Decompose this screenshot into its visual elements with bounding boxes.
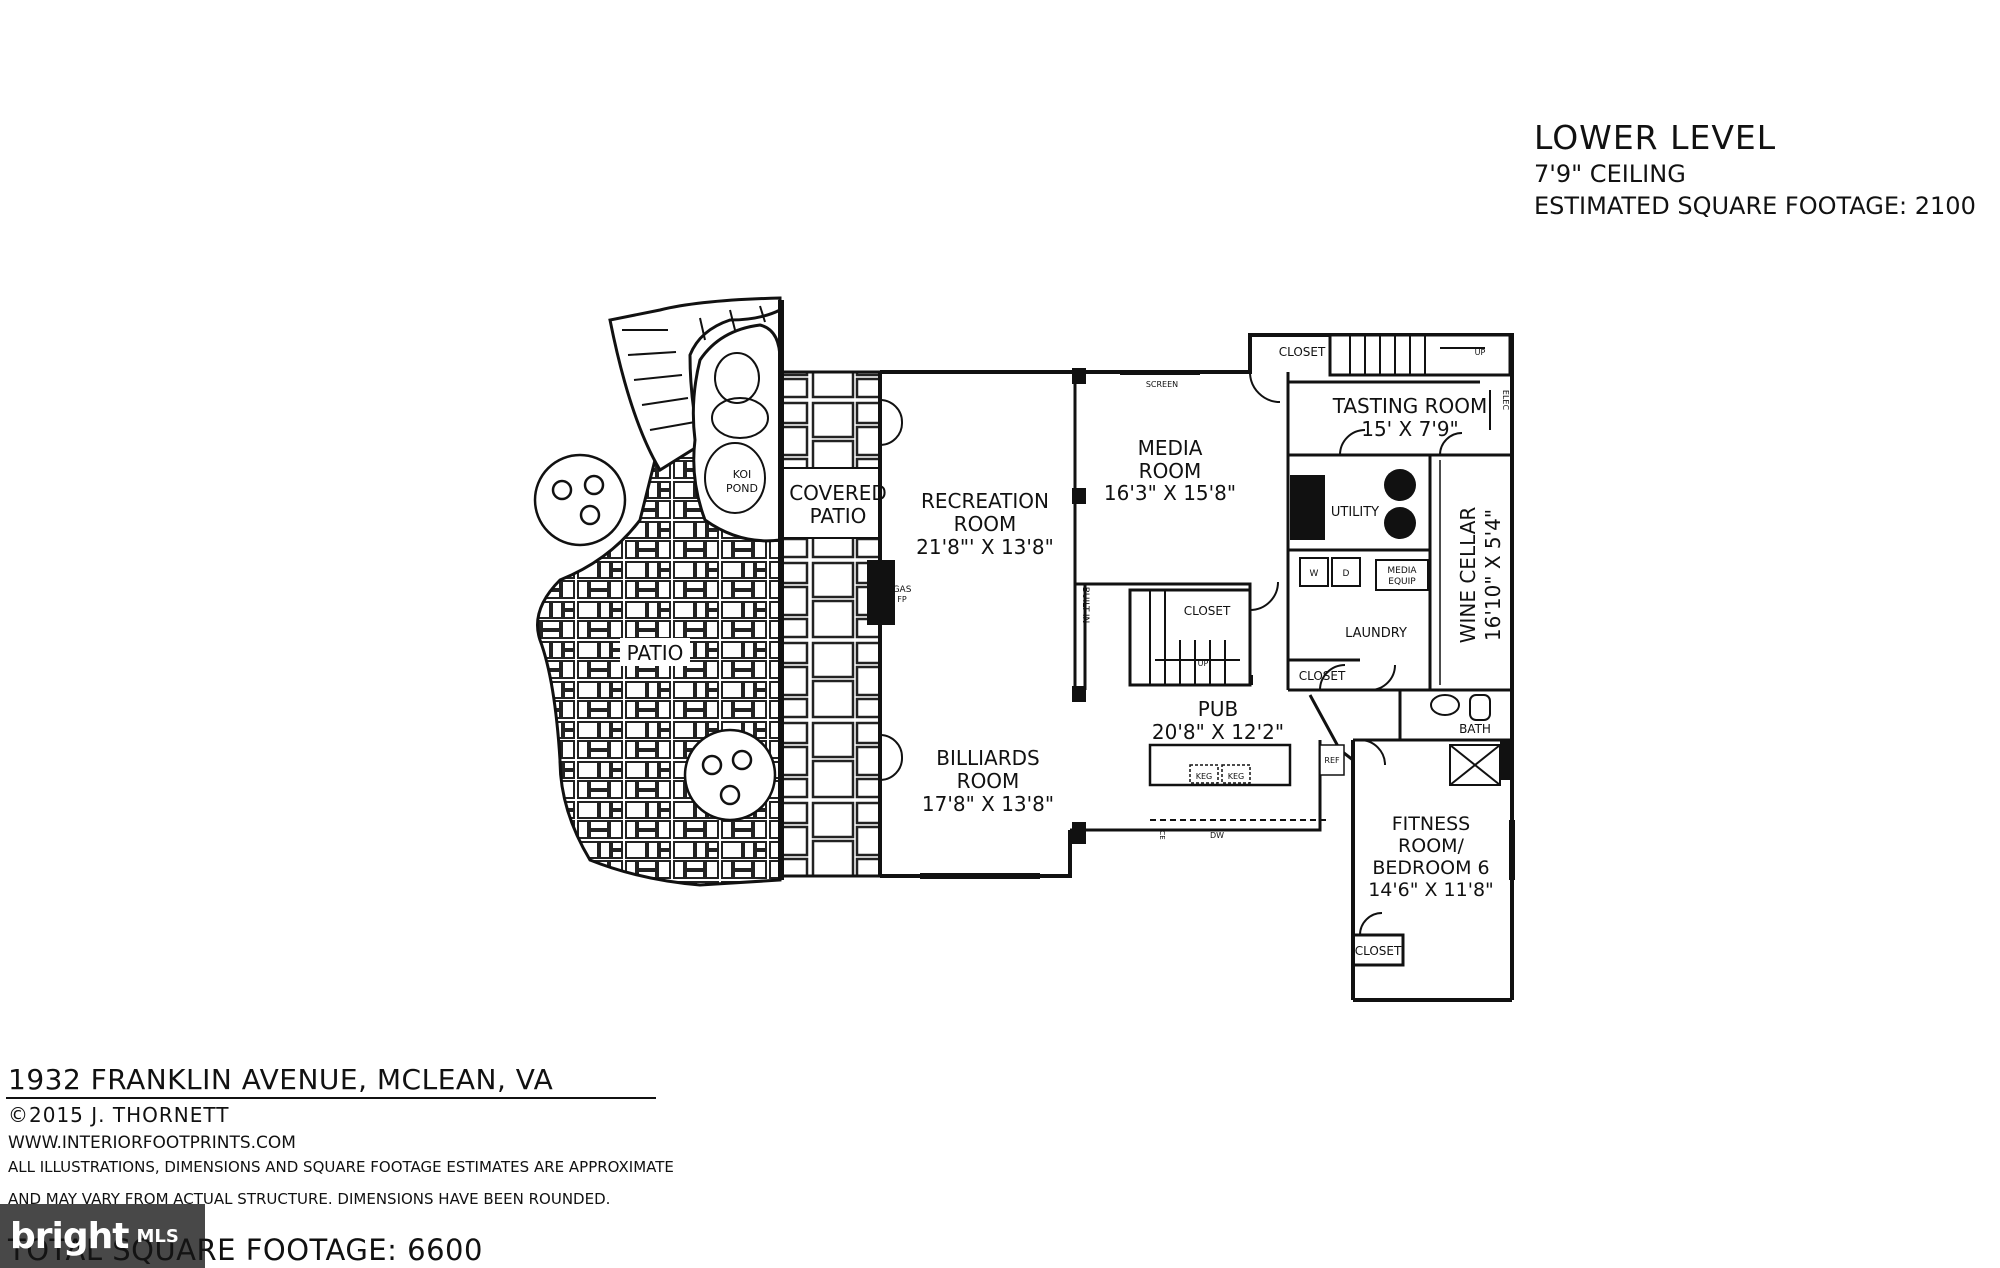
closet-label-fitness: CLOSET (1355, 944, 1402, 958)
up-label-stair: UP (1198, 659, 1209, 668)
property-address: 1932 FRANKLIN AVENUE, MCLEAN, VA (8, 1063, 554, 1096)
copyright: ©2015 J. THORNETT (8, 1103, 230, 1127)
keg-label-1: KEG (1196, 772, 1213, 781)
fitness-room-label-1: FITNESS (1392, 813, 1470, 835)
patio-label: PATIO (627, 641, 684, 665)
billiards-room-label-1: BILLIARDS (936, 746, 1039, 770)
gas-fireplace-label-2: FP (897, 595, 907, 604)
closet-label-stair: CLOSET (1184, 604, 1231, 618)
recreation-room-dims: 21'8"' X 13'8" (916, 535, 1054, 559)
address-rule (6, 1097, 656, 1099)
dw-label: DW (1210, 831, 1224, 840)
media-room-label-1: MEDIA (1138, 436, 1203, 460)
covered-patio-floor (778, 370, 882, 878)
fitness-room-label-2: ROOM/ (1398, 835, 1465, 857)
koi-pond-label-1: KOI (733, 468, 752, 481)
keg-label-2: KEG (1228, 772, 1245, 781)
tree-bottom (683, 728, 777, 822)
closet-label-laundry: CLOSET (1299, 669, 1346, 683)
tree-top (533, 453, 627, 547)
media-room-label-2: ROOM (1139, 459, 1202, 483)
media-equip-label-1: MEDIA (1387, 566, 1417, 576)
laundry-label: LAUNDRY (1345, 626, 1407, 641)
watermark-brand: bright (10, 1215, 129, 1257)
utility-label: UTILITY (1331, 505, 1379, 520)
tasting-room-dims: 15' X 7'9" (1361, 417, 1459, 441)
elec-label: ELEC (1501, 390, 1510, 411)
screen-label: SCREEN (1146, 380, 1178, 389)
recreation-room-label-1: RECREATION (921, 489, 1049, 513)
media-equip-label-2: EQUIP (1388, 577, 1416, 587)
media-room-dims: 16'3" X 15'8" (1104, 481, 1236, 505)
fitness-room-label-3: BEDROOM 6 (1372, 857, 1489, 879)
gas-fireplace-label-1: GAS (893, 585, 912, 595)
washer-label: W (1310, 569, 1319, 579)
wine-cellar-label: WINE CELLAR (1456, 507, 1480, 644)
up-label-top: UP (1475, 348, 1486, 357)
covered-patio-label-2: PATIO (810, 504, 867, 528)
ceiling-height: 7'9" CEILING (1534, 160, 1686, 188)
ice-label: ICE (1158, 828, 1166, 839)
pub-dims: 20'8" X 12'2" (1152, 720, 1284, 744)
tasting-room-label: TASTING ROOM (1332, 394, 1488, 418)
koi-pond (691, 323, 782, 543)
koi-pond-label-2: POND (726, 482, 758, 495)
dryer-label: D (1343, 569, 1350, 579)
estimated-square-footage: ESTIMATED SQUARE FOOTAGE: 2100 (1534, 192, 1976, 220)
disclaimer-line-1: ALL ILLUSTRATIONS, DIMENSIONS AND SQUARE… (8, 1158, 674, 1176)
built-in-label: BUILT-IN (1080, 587, 1090, 624)
recreation-room-label-2: ROOM (954, 512, 1017, 536)
covered-patio-label-1: COVERED (789, 481, 887, 505)
pub-label: PUB (1198, 697, 1238, 721)
closet-label-top: CLOSET (1279, 345, 1326, 359)
billiards-room-dims: 17'8" X 13'8" (922, 792, 1054, 816)
bright-mls-watermark: bright MLS (0, 1204, 205, 1268)
billiards-room-label-2: ROOM (957, 769, 1020, 793)
website-link[interactable]: WWW.INTERIORFOOTPRINTS.COM (8, 1133, 296, 1153)
bath-label: BATH (1459, 722, 1491, 736)
wine-cellar-dims: 16'10" X 5'4" (1481, 509, 1505, 641)
level-title: LOWER LEVEL (1534, 118, 1777, 157)
fitness-room-dims: 14'6" X 11'8" (1368, 879, 1494, 901)
watermark-suffix: MLS (136, 1225, 179, 1247)
disclaimer-line-2: AND MAY VARY FROM ACTUAL STRUCTURE. DIME… (8, 1190, 611, 1208)
ref-label: REF (1324, 756, 1340, 765)
curved-stair (608, 296, 782, 473)
